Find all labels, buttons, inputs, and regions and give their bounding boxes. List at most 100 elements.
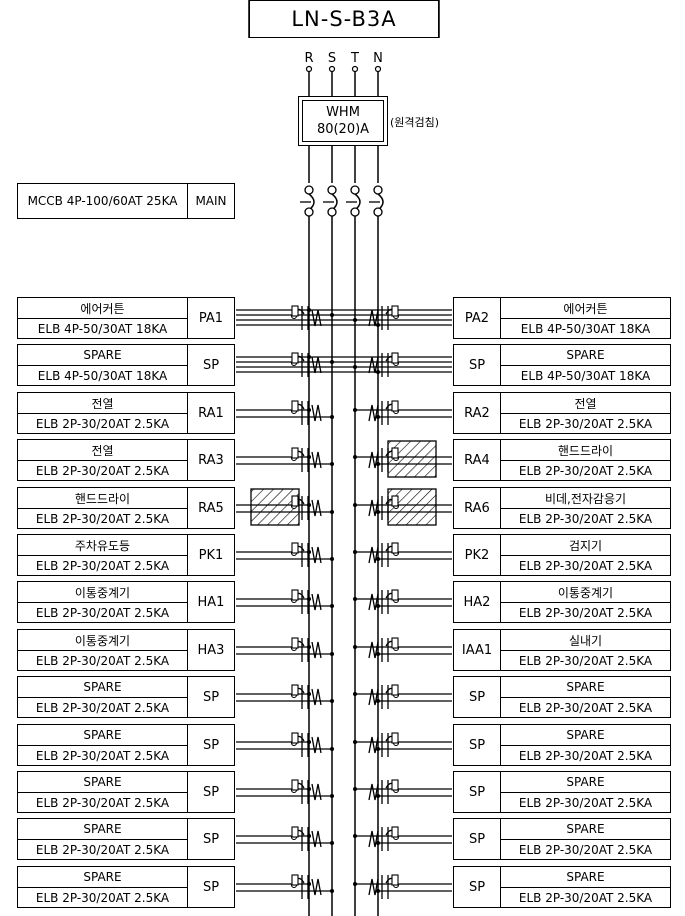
breaker-trip-box xyxy=(391,400,399,412)
bus-junction xyxy=(376,747,380,751)
circuit-load-name: 이통중계기 xyxy=(18,582,187,603)
circuit-breaker-spec: ELB 4P-50/30AT 18KA xyxy=(37,321,168,336)
circuit-breaker-spec: ELB 2P-30/20AT 2.5KA xyxy=(35,748,170,763)
breaker-w-mark xyxy=(368,830,379,848)
breaker-trip-box xyxy=(391,684,399,696)
bus-junction xyxy=(330,889,334,893)
circuit-load-name: SPARE xyxy=(18,819,187,840)
bus-junction xyxy=(330,557,334,561)
breaker-trip-box xyxy=(291,305,299,317)
breaker-trip-box xyxy=(391,779,399,791)
watt-hour-meter: WHM 80(20)A xyxy=(298,96,388,146)
circuit-load-name: 전열 xyxy=(18,393,187,414)
breaker-w-mark xyxy=(368,451,379,469)
bus-junction xyxy=(330,510,334,514)
circuit-code: SP xyxy=(454,867,501,907)
circuit-code: SP xyxy=(187,725,234,765)
meter-inner-border xyxy=(302,100,384,142)
bus-junction xyxy=(353,834,357,838)
main-breaker-box: MCCB 4P-100/60AT 25KA MAIN xyxy=(17,183,235,219)
breaker-trip-box xyxy=(391,447,399,459)
circuit-code: SP xyxy=(454,725,501,765)
circuit-load-name: SPARE xyxy=(501,867,670,888)
breaker-w-mark xyxy=(311,593,322,611)
circuit-load-name: 주차유도등 xyxy=(18,535,187,556)
circuit-load-name: SPARE xyxy=(501,677,670,698)
breaker-trip-box xyxy=(291,732,299,744)
breaker-w-mark xyxy=(368,878,379,896)
circuit-code: SP xyxy=(187,772,234,812)
circuit-description: SPARE ELB 2P-30/20AT 2.5KA xyxy=(18,772,187,812)
circuit-code: RA3 xyxy=(187,440,234,480)
circuit-code: RA2 xyxy=(454,393,501,433)
bus-junction xyxy=(353,740,357,744)
bus-junction xyxy=(376,889,380,893)
circuit-code: SP xyxy=(187,867,234,907)
bus-junction xyxy=(353,787,357,791)
breaker-w-mark xyxy=(311,688,322,706)
circuit-breaker-spec: ELB 2P-30/20AT 2.5KA xyxy=(35,890,170,905)
bus-junction xyxy=(330,841,334,845)
breaker-trip-box xyxy=(291,874,299,886)
breaker-w-mark xyxy=(311,641,322,659)
circuit-load-name: 이통중계기 xyxy=(18,630,187,651)
circuit-load-name: SPARE xyxy=(18,772,187,793)
breaker-w-mark xyxy=(311,878,322,896)
bus-junction xyxy=(353,455,357,459)
breaker-w-mark xyxy=(311,830,322,848)
circuit-breaker-spec: ELB 2P-30/20AT 2.5KA xyxy=(518,842,653,857)
breaker-trip-box xyxy=(291,684,299,696)
circuit-breaker-spec: ELB 2P-30/20AT 2.5KA xyxy=(35,795,170,810)
circuit-description: 이통중계기 ELB 2P-30/20AT 2.5KA xyxy=(18,582,187,622)
breaker-trip-box xyxy=(391,732,399,744)
breaker-w-mark xyxy=(311,451,322,469)
circuit-code: SP xyxy=(454,772,501,812)
circuit-code: RA6 xyxy=(454,488,501,528)
breaker-w-mark xyxy=(368,499,379,517)
circuit-breaker-spec: ELB 2P-30/20AT 2.5KA xyxy=(35,605,170,620)
bus-junction xyxy=(353,882,357,886)
breaker-trip-box xyxy=(291,542,299,554)
bus-junction xyxy=(330,652,334,656)
breaker-trip-box xyxy=(291,637,299,649)
circuit-code: SP xyxy=(187,677,234,717)
bus-junction xyxy=(376,557,380,561)
breaker-w-mark xyxy=(311,309,322,327)
bus-junction xyxy=(376,652,380,656)
breaker-w-mark xyxy=(311,783,322,801)
circuit-load-name: 전열 xyxy=(18,440,187,461)
circuit-load-name: 이통중계기 xyxy=(501,582,670,603)
breaker-w-mark xyxy=(368,688,379,706)
bus-junction xyxy=(376,794,380,798)
breaker-w-mark xyxy=(368,309,379,327)
bus-junction xyxy=(353,692,357,696)
main-breaker-spec: MCCB 4P-100/60AT 25KA xyxy=(18,184,188,218)
breaker-w-mark xyxy=(311,356,322,374)
bus-junction xyxy=(376,604,380,608)
phase-label-s: S xyxy=(327,51,337,66)
